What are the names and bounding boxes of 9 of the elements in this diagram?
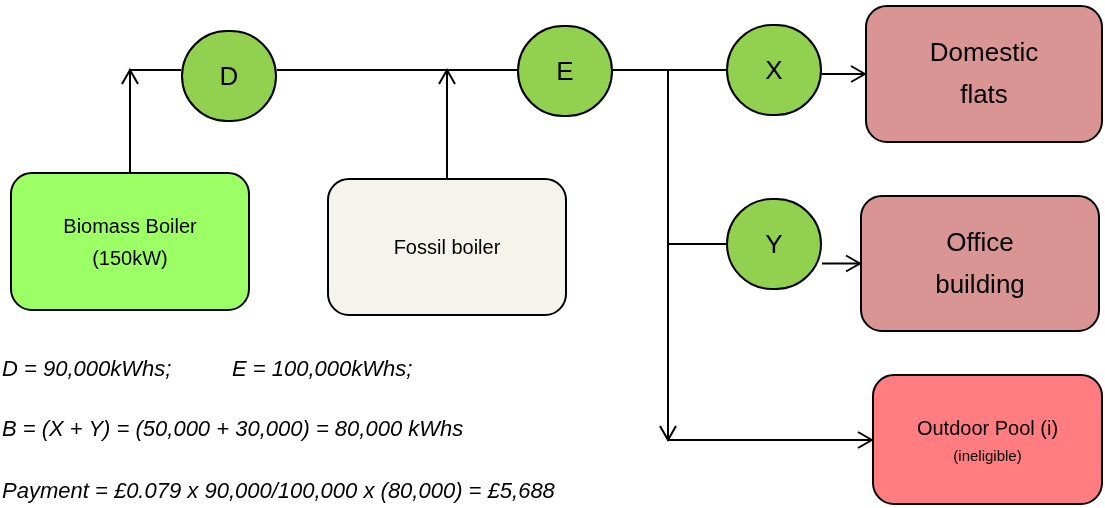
building-box: Biomass Boiler (150kW) xyxy=(10,172,250,311)
building-box: Domestic flats xyxy=(865,5,1103,143)
formula-text: E = 100,000kWhs; xyxy=(232,355,413,383)
building-box: Fossil boiler xyxy=(327,178,567,316)
formula-text: D = 90,000kWhs; xyxy=(2,355,172,383)
building-box: Outdoor Pool (i) (ineligible) xyxy=(872,374,1103,505)
building-box: Office building xyxy=(860,195,1100,332)
formula-text: B = (X + Y) = (50,000 + 30,000) = 80,000 kWhs xyxy=(2,415,464,443)
formula-text: Payment = £0.079 x 90,000/100,000 x (80,000) = £5,688 xyxy=(2,477,555,505)
